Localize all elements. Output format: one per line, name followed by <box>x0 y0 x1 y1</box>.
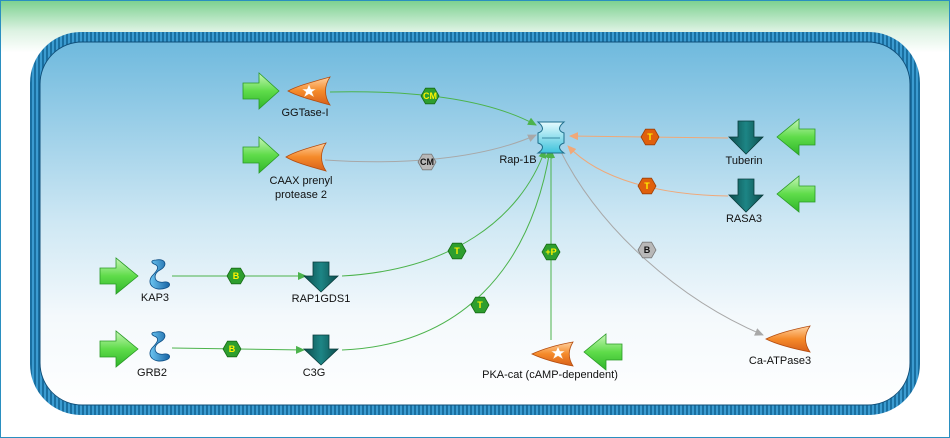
badge-label: T <box>477 300 483 310</box>
node-rap1b[interactable]: Rap-1B <box>499 121 566 166</box>
gtpase-icon <box>536 121 566 154</box>
node-label: PKA-cat (cAMP-dependent) <box>482 369 618 381</box>
enzyme-icon <box>765 325 811 353</box>
node-rap1gds1[interactable]: RAP1GDS1 <box>292 261 351 305</box>
gap-icon <box>728 178 764 213</box>
node-pka[interactable]: PKA-cat (cAMP-dependent) <box>482 341 618 381</box>
star-icon <box>550 345 566 360</box>
badge-pka-rap1b[interactable]: +P <box>541 243 561 261</box>
badge-grb2-c3g[interactable]: B <box>222 340 242 358</box>
badge-kap3-rap1gds1[interactable]: B <box>226 267 246 285</box>
node-label: RAP1GDS1 <box>292 293 351 305</box>
edge-rap1gds1-rap1b[interactable] <box>341 149 547 277</box>
node-c3g[interactable]: C3G <box>302 334 340 379</box>
node-label: KAP3 <box>141 292 169 304</box>
gef-icon <box>302 334 340 366</box>
node-rasa3[interactable]: RASA3 <box>726 178 764 225</box>
input-arrow-grb2[interactable] <box>99 330 139 368</box>
input-arrow-kap3[interactable] <box>99 257 139 295</box>
badge-label: B <box>233 271 240 281</box>
badge-label: T <box>647 132 653 142</box>
badge-rap1gds1-rap1b[interactable]: T <box>447 242 467 260</box>
badge-label: B <box>644 245 651 255</box>
edge-badges: CM CM T T B T B T <box>222 87 660 358</box>
edge-rap1b-atpase[interactable] <box>559 149 764 336</box>
edge-caax-rap1b[interactable] <box>324 134 537 163</box>
node-label: GRB2 <box>137 367 167 379</box>
badge-rap1b-atpase[interactable]: B <box>637 241 657 259</box>
edge-rasa3-rap1b[interactable] <box>567 145 729 197</box>
star-icon <box>301 83 317 98</box>
input-arrow-rasa3[interactable] <box>776 175 816 213</box>
node-kap3[interactable]: KAP3 <box>141 259 170 304</box>
cell-membrane <box>30 32 920 415</box>
node-caax[interactable]: CAAX prenyl protease 2 <box>270 142 333 201</box>
input-arrows <box>99 72 816 371</box>
node-grb2[interactable]: GRB2 <box>137 331 170 379</box>
node-label: RASA3 <box>726 213 762 225</box>
node-label: Rap-1B <box>499 154 536 166</box>
badge-label: +P <box>545 247 556 257</box>
gap-icon <box>728 120 764 155</box>
input-arrow-tuberin[interactable] <box>776 118 816 156</box>
badge-c3g-rap1b[interactable]: T <box>470 296 490 314</box>
kinase-icon <box>531 341 574 367</box>
adaptor-icon <box>149 259 170 290</box>
gef-icon <box>302 261 340 293</box>
cell-membrane-inner <box>39 41 911 406</box>
input-arrow-caax[interactable] <box>242 136 280 174</box>
node-label: Ca-ATPase3 <box>749 355 811 367</box>
badge-rasa3-rap1b[interactable]: T <box>637 177 657 195</box>
adaptor-icon <box>149 331 170 362</box>
node-ggtase[interactable]: GGTase-I <box>281 76 331 119</box>
node-atpase[interactable]: Ca-ATPase3 <box>749 325 811 367</box>
enzyme-icon <box>285 142 327 172</box>
badge-label: B <box>229 344 236 354</box>
node-label: Tuberin <box>726 155 763 167</box>
node-label: GGTase-I <box>281 107 328 119</box>
badge-label: T <box>644 181 650 191</box>
node-tuberin[interactable]: Tuberin <box>726 120 764 167</box>
badge-tuberin-rap1b[interactable]: T <box>640 128 660 146</box>
input-arrow-pka[interactable] <box>583 333 623 371</box>
badge-label: CM <box>420 157 434 167</box>
node-label-line1: CAAX prenyl <box>270 175 333 187</box>
badge-label: CM <box>423 91 437 101</box>
badge-label: T <box>454 246 460 256</box>
node-label: C3G <box>303 367 326 379</box>
edge-ggtase-rap1b[interactable] <box>329 91 537 126</box>
node-label-line2: protease 2 <box>275 189 327 201</box>
badge-caax-rap1b[interactable]: CM <box>417 153 437 171</box>
input-arrow-ggtase[interactable] <box>242 72 280 110</box>
edge-c3g-rap1b[interactable] <box>341 149 553 351</box>
badge-ggtase-rap1b[interactable]: CM <box>420 87 440 105</box>
